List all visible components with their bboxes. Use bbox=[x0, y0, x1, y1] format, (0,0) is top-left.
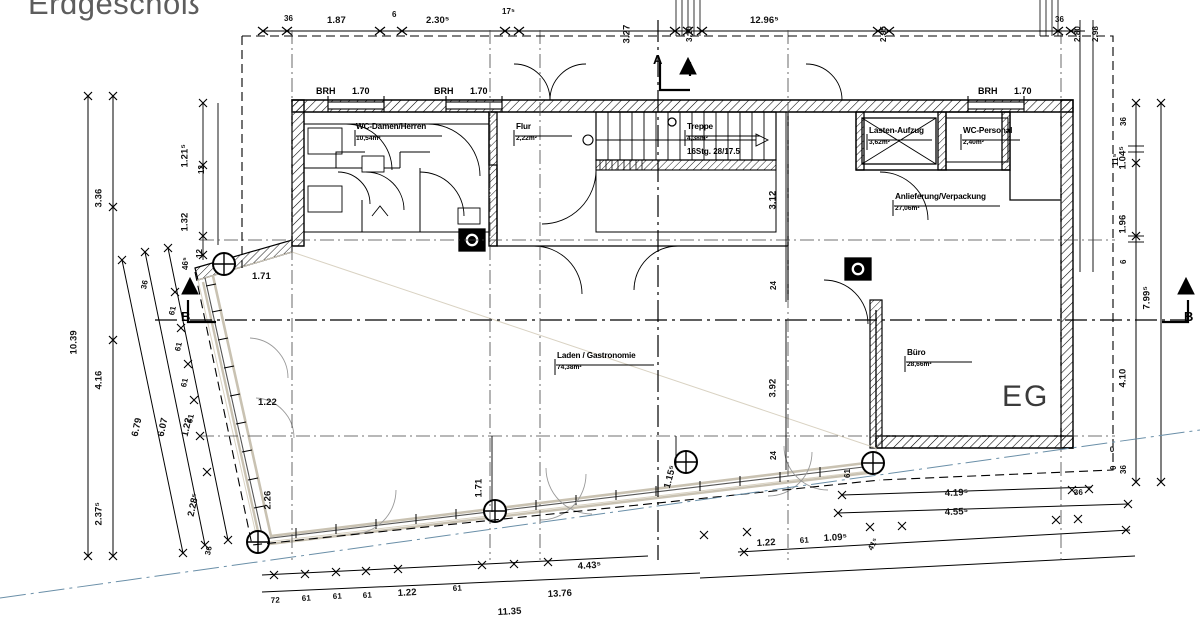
dim-bottom-1095: 1.09⁵ bbox=[823, 531, 848, 544]
stair-count-note: 16Stg. 28/17.5 bbox=[687, 147, 740, 156]
dim-right-196: 1.96 bbox=[1117, 214, 1129, 234]
dim-top-187: 1.87 bbox=[327, 15, 346, 26]
section-marker-b-left: B bbox=[181, 309, 191, 324]
room-area-wc-damen-herren: 10,54m² bbox=[356, 135, 381, 142]
dim-bottom-61d: 61 bbox=[452, 583, 463, 593]
shopfront-glazing bbox=[197, 251, 885, 554]
room-area-laden-gastronomie: 74,38m² bbox=[557, 364, 582, 371]
dim-top-327: 3.27 bbox=[621, 24, 633, 44]
dim-left-12: 12 bbox=[197, 164, 206, 174]
dim-top-12965: 12.96⁵ bbox=[750, 15, 779, 26]
window-code-3: BRH bbox=[978, 86, 998, 96]
room-area-flur: 2,22m² bbox=[516, 135, 537, 142]
dim-top-36b: 36 bbox=[1055, 15, 1065, 24]
dim-top-6: 6 bbox=[392, 10, 397, 19]
dim-interior-24a: 24 bbox=[769, 280, 778, 290]
window-value-1: 1.70 bbox=[352, 86, 370, 96]
dim-bottom-122: 1.22 bbox=[397, 587, 417, 599]
dim-bottom-61e: 61 bbox=[799, 535, 810, 545]
dim-right-6: 6 bbox=[1119, 259, 1128, 264]
section-marker-a-left: A bbox=[653, 52, 663, 67]
dim-bottom-0: 0 bbox=[1109, 444, 1115, 454]
dim-top-295: 2.95 bbox=[879, 26, 888, 42]
room-label-treppe: Treppe bbox=[687, 122, 713, 131]
dim-top-310: 3.10 bbox=[685, 26, 694, 42]
dim-top-280: 2.80 bbox=[1073, 26, 1082, 42]
dim-left-171: 1.71 bbox=[252, 271, 271, 282]
dimension-tick-group bbox=[257, 20, 1094, 272]
dim-interior-24b: 24 bbox=[769, 450, 778, 460]
dim-interior-61: 61 bbox=[843, 468, 852, 478]
dim-bottom-122b: 1.22 bbox=[756, 537, 776, 549]
room-label-lasten-aufzug: Lasten-Aufzug bbox=[869, 126, 924, 135]
dim-bottom-4195: 4.19⁵ bbox=[944, 487, 969, 499]
dim-bottom-72: 72 bbox=[270, 595, 281, 605]
dim-interior-171: 1.71 bbox=[473, 478, 485, 498]
dim-bottom-61c: 61 bbox=[362, 590, 373, 600]
window-value-2: 1.70 bbox=[470, 86, 488, 96]
dim-left-1039: 10.39 bbox=[68, 330, 80, 355]
dim-bottom-1376: 13.76 bbox=[547, 587, 573, 600]
dim-interior-312: 3.12 bbox=[767, 190, 779, 210]
dim-left-336: 3.36 bbox=[93, 188, 105, 208]
room-area-wc-personal: 2,40m² bbox=[963, 139, 984, 146]
dim-bottom-4555: 4.55⁵ bbox=[944, 506, 969, 518]
room-area-anlieferung: 27,06m² bbox=[895, 205, 920, 212]
floor-tag: EG bbox=[1002, 380, 1050, 413]
dim-interior-392: 3.92 bbox=[767, 378, 779, 398]
dim-top-298: 2.98 bbox=[1091, 26, 1100, 42]
dim-left-122b: 1.22 bbox=[258, 397, 277, 408]
dim-top-175: 17⁵ bbox=[502, 7, 515, 16]
dim-bottom-36: 36 bbox=[1073, 487, 1084, 497]
page-title: Erdgeschoß bbox=[28, 0, 201, 21]
window-code-2: BRH bbox=[434, 86, 454, 96]
dim-top-36: 36 bbox=[284, 14, 294, 23]
dim-left-1215: 1.21⁵ bbox=[179, 144, 191, 168]
room-label-flur: Flur bbox=[516, 122, 531, 131]
room-label-wc-damen-herren: WC-Damen/Herren bbox=[356, 122, 427, 131]
dim-right-410: 4.10 bbox=[1117, 368, 1129, 388]
room-area-buero: 28,66m² bbox=[907, 361, 932, 368]
room-area-lasten-aufzug: 3,62m² bbox=[869, 139, 890, 146]
dim-left-12b: 12 bbox=[195, 248, 204, 258]
dim-left-2375: 2.37⁵ bbox=[93, 502, 105, 526]
room-label-wc-personal: WC-Personal bbox=[963, 126, 1013, 135]
dim-left-416: 4.16 bbox=[93, 370, 105, 390]
room-area-treppe: 4,38m² bbox=[687, 135, 708, 142]
room-label-laden-gastronomie: Laden / Gastronomie bbox=[557, 351, 636, 360]
dim-right-115: 11⁵ bbox=[1111, 153, 1120, 166]
dim-bottom-1135: 11.35 bbox=[497, 605, 522, 618]
dim-right-36: 36 bbox=[1119, 116, 1128, 126]
dim-bottom-4435: 4.43⁵ bbox=[577, 559, 602, 572]
dim-left-226: 2.26 bbox=[262, 490, 274, 510]
window-code-1: BRH bbox=[316, 86, 336, 96]
dim-right-36b: 36 bbox=[1119, 464, 1128, 474]
room-label-buero: Büro bbox=[907, 348, 926, 357]
dim-left-132: 1.32 bbox=[179, 212, 191, 232]
dim-left-465: 46⁵ bbox=[181, 257, 190, 270]
dim-top-2305: 2.30⁵ bbox=[426, 15, 450, 26]
floor-plan-drawing bbox=[0, 0, 1200, 599]
section-marker-b-right: B bbox=[1184, 309, 1194, 324]
dim-right-7995: 7.99⁵ bbox=[1141, 286, 1153, 310]
window-value-3: 1.70 bbox=[1014, 86, 1032, 96]
dim-bottom-61a: 61 bbox=[301, 593, 312, 603]
room-label-anlieferung: Anlieferung/Verpackung bbox=[895, 192, 986, 201]
dim-right-0: 0 bbox=[1109, 465, 1118, 470]
